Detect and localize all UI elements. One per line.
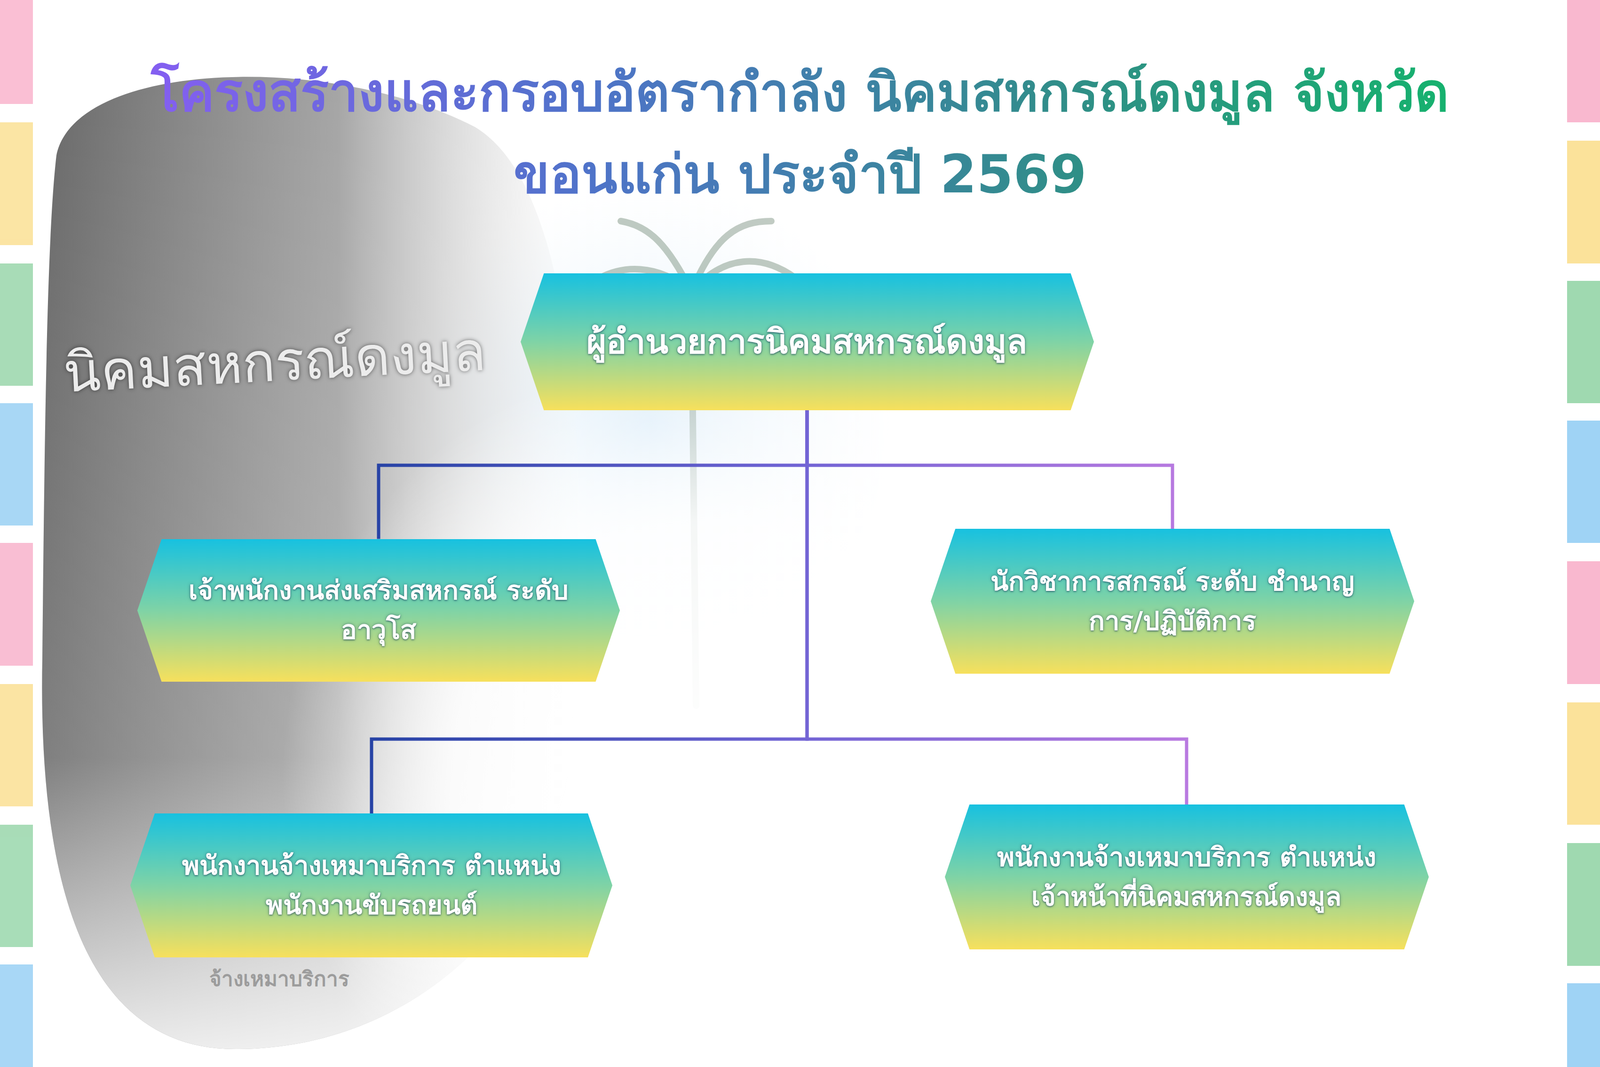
white-fade <box>282 352 1129 1067</box>
color-strip <box>0 403 33 526</box>
color-strip <box>1567 280 1600 404</box>
color-strip <box>0 263 33 386</box>
position-box: พนักงานจ้างเหมาบริการ ตำแหน่ง พนักงานขับ… <box>130 813 613 958</box>
hexagon-fill <box>944 804 1429 950</box>
position-box: เจ้าพนักงานส่งเสริมสหกรณ์ ระดับ อาวุโส <box>137 538 620 682</box>
right-color-strips <box>1567 0 1600 1067</box>
color-strip <box>1567 842 1600 966</box>
director-box: ผู้อำนวยการนิคมสหกรณ์ดงมูล <box>520 273 1094 411</box>
left-color-strips <box>0 0 33 1067</box>
color-strip <box>1567 982 1600 1067</box>
faded-text: จ้างเหมาบริการ <box>209 961 350 995</box>
color-strip <box>1567 702 1600 825</box>
org-connector <box>378 410 808 539</box>
hexagon-fill <box>130 813 613 958</box>
color-strip <box>1567 420 1600 543</box>
hexagon-fill <box>520 273 1094 411</box>
node-text: พนักงานจ้างเหมาบริการ ตำแหน่ง พนักงานขับ… <box>171 845 572 925</box>
hexagon-shape <box>130 813 613 958</box>
color-strip <box>1567 0 1600 123</box>
org-connector <box>807 410 1173 530</box>
color-strip <box>0 122 33 246</box>
color-strip <box>1567 140 1600 264</box>
hexagon-fill <box>930 528 1415 674</box>
color-strip <box>0 0 33 104</box>
node-text: นักวิชาการสกรณ์ ระดับ ชำนาญการ/ปฏิบัติกา… <box>971 561 1373 641</box>
chart-title: โครงสร้างและกรอบอัตรากำลัง นิคมสหกรณ์ดงม… <box>94 51 1506 215</box>
color-strip <box>1567 561 1600 684</box>
color-strip <box>0 824 33 947</box>
color-strip <box>0 542 33 666</box>
hexagon-shape <box>930 528 1415 674</box>
hexagon-fill <box>137 538 620 682</box>
hexagon-shape <box>944 804 1429 950</box>
color-strip <box>0 964 33 1067</box>
node-text: เจ้าพนักงานส่งเสริมสหกรณ์ ระดับ อาวุโส <box>177 570 579 650</box>
position-box: นักวิชาการสกรณ์ ระดับ ชำนาญการ/ปฏิบัติกา… <box>930 528 1415 674</box>
color-strip <box>0 683 33 807</box>
position-box: พนักงานจ้างเหมาบริการ ตำแหน่ง เจ้าหน้าที… <box>944 804 1429 950</box>
node-text: ผู้อำนวยการนิคมสหกรณ์ดงมูล <box>560 316 1054 367</box>
hexagon-shape <box>137 538 620 682</box>
node-text: พนักงานจ้างเหมาบริการ ตำแหน่ง เจ้าหน้าที… <box>985 837 1388 917</box>
